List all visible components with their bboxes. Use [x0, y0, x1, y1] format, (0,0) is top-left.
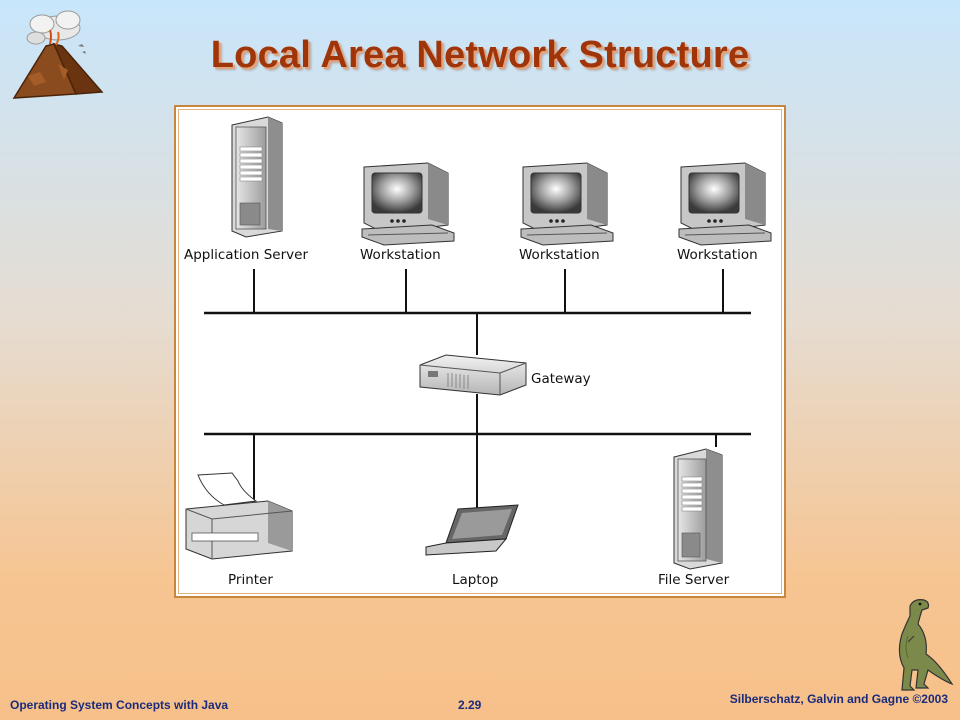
printer-icon	[185, 472, 293, 560]
drop-lines	[253, 269, 724, 517]
slide-title: Local Area Network Structure	[210, 34, 750, 76]
workstation-3-label: Workstation	[677, 247, 758, 263]
gateway-label: Gateway	[531, 371, 591, 387]
workstation-2-label: Workstation	[519, 247, 600, 263]
printer-label: Printer	[228, 572, 273, 588]
laptop-icon	[425, 504, 519, 556]
file-server-icon	[673, 448, 723, 570]
slide-number: 2.29	[458, 698, 482, 712]
lan-diagram: Application Server Workstation Workstati…	[174, 105, 786, 598]
dinosaur-icon	[884, 596, 954, 697]
workstation-1-icon	[361, 162, 455, 246]
workstation-2-icon	[520, 162, 614, 246]
workstation-3-icon	[678, 162, 772, 246]
gateway-icon	[419, 354, 527, 396]
footer-course-title: Operating System Concepts with Java	[10, 698, 229, 712]
application-server-icon	[231, 116, 283, 238]
application-server-label: Application Server	[184, 247, 308, 263]
file-server-label: File Server	[658, 572, 730, 588]
volcano-logo-icon	[6, 6, 106, 111]
laptop-label: Laptop	[452, 572, 499, 588]
workstation-1-label: Workstation	[360, 247, 441, 263]
footer-copyright: Silberschatz, Galvin and Gagne ©2003	[729, 692, 948, 706]
